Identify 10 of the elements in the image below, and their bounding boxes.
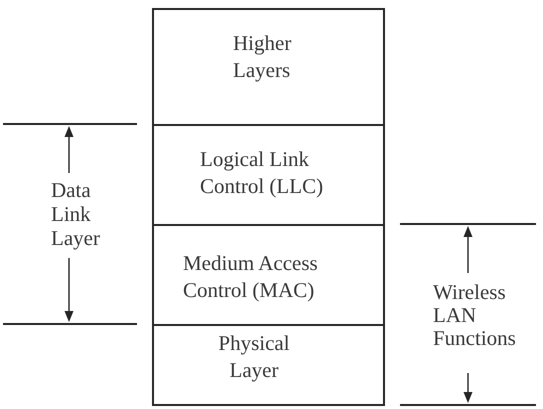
layer-box [152,124,385,224]
layer-name: Logical Link Control (LLC) [200,146,324,200]
layer-name: Higher Layers [233,30,292,84]
layer-box [152,324,385,406]
dimension-label: Data Link Layer [51,178,101,250]
dimension-label: Wireless LAN Functions [433,281,517,350]
layer-box [152,8,385,124]
layer-name: Physical Layer [217,330,291,384]
layer-name: Medium Access Control (MAC) [183,250,319,304]
layer-box [152,224,385,324]
